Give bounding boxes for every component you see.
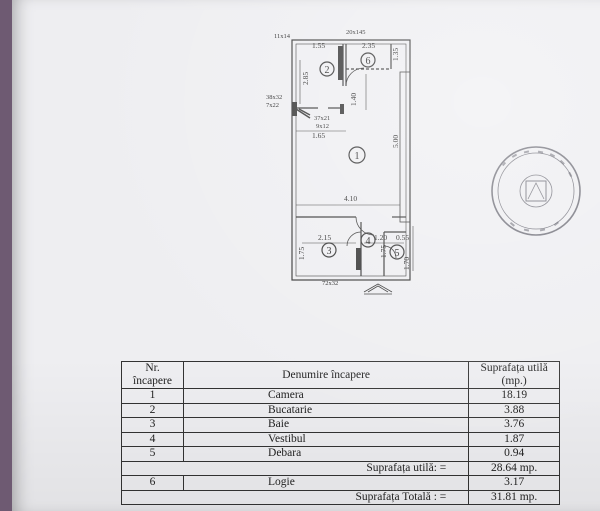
dim-5-00: 5.00 — [391, 135, 400, 148]
room-marker — [360, 232, 376, 248]
opening-9x12: 9x12 — [316, 123, 329, 130]
opening-11x14: 11x14 — [274, 33, 291, 40]
room-areas-table: Nr. încapere Denumire încapere Suprafața… — [120, 361, 560, 505]
cell-area: 0.94 — [468, 446, 560, 462]
opening-72x32: 72x32 — [322, 280, 338, 287]
useful-area-equals: = — [439, 461, 447, 474]
cell-nr: 2 — [120, 402, 185, 418]
table-row: 4 Vestibul 1.87 — [120, 431, 560, 447]
room-number-2: 2 — [325, 65, 330, 76]
room-marker — [389, 244, 405, 260]
total-area-label: Suprafața Totală : — [355, 490, 437, 503]
cell-area: 3.17 — [468, 475, 560, 491]
total-area-value: 31.81 mp. — [468, 489, 560, 505]
dim-4-10: 4.10 — [344, 194, 357, 203]
cell-name: Bucatarie — [183, 402, 470, 418]
dim-1-40: 1.40 — [349, 93, 358, 106]
dim-1-55: 1.55 — [312, 41, 325, 50]
cell-area: 18.19 — [468, 388, 560, 404]
total-area-row: Suprafața Totală : = 31.81 mp. — [120, 489, 560, 505]
table-row: 3 Baie 3.76 — [120, 417, 560, 433]
cell-name: Debara — [183, 446, 470, 462]
table-header-row: Nr. încapere Denumire încapere Suprafața… — [120, 361, 560, 389]
useful-area-value: 28.64 mp. — [468, 460, 560, 476]
dim-2-85: 2.85 — [301, 72, 310, 85]
useful-area-row: Suprafața utilă: = 28.64 mp. — [120, 460, 560, 476]
table-row: 6 Logie 3.17 — [120, 475, 560, 491]
opening-37x21: 37x21 — [314, 115, 330, 122]
opening-20x145: 20x145 — [346, 29, 366, 36]
room-marker — [321, 242, 337, 258]
cell-area: 3.88 — [468, 402, 560, 418]
dim-2-15: 2.15 — [318, 233, 331, 242]
table-row: 1 Camera 18.19 — [120, 388, 560, 404]
cell-area: 1.87 — [468, 431, 560, 447]
room-number-6: 6 — [366, 56, 371, 67]
room-number-1: 1 — [355, 151, 360, 162]
balcony-wall — [399, 71, 411, 223]
room-number-3: 3 — [327, 246, 332, 257]
room-marker — [319, 61, 335, 77]
table-row: 5 Debara 0.94 — [120, 446, 560, 462]
header-room-name: Denumire încapere — [183, 361, 470, 389]
entrance-symbol — [363, 283, 393, 293]
dim-0-55: 0.55 — [396, 233, 409, 242]
useful-area-label: Suprafața utilă: — [366, 461, 437, 474]
header-room-number: Nr. încapere — [120, 361, 185, 389]
dim-1-75-debara: 1.75 — [379, 245, 388, 258]
cell-name: Vestibul — [183, 431, 470, 447]
cell-area: 3.76 — [468, 417, 560, 433]
total-area-equals: = — [439, 490, 447, 503]
opening-7x22: 7x22 — [266, 102, 279, 109]
table-row: 2 Bucatarie 3.88 — [120, 402, 560, 418]
room-number-5: 5 — [395, 248, 400, 259]
cell-nr: 4 — [120, 431, 185, 447]
official-stamp — [491, 146, 581, 236]
opening-38x32: 38x32 — [266, 94, 282, 101]
document-sheet: 1.55 2.35 2.85 1.40 1.65 5.00 4.10 2.15 … — [12, 0, 600, 511]
dim-1-65: 1.65 — [312, 131, 325, 140]
dim-1-70: 1.70 — [402, 257, 411, 270]
cell-name: Camera — [183, 388, 470, 404]
room-marker — [360, 52, 376, 68]
cell-nr: 3 — [120, 417, 185, 433]
dim-1-75-bath: 1.75 — [297, 247, 306, 260]
cell-name: Logie — [183, 475, 470, 491]
dim-1-20: 1.20 — [374, 233, 387, 242]
cell-nr: 1 — [120, 388, 185, 404]
dim-2-35: 2.35 — [362, 41, 375, 50]
header-useful-area: Suprafața utilă (mp.) — [468, 361, 560, 389]
dim-1-35: 1.35 — [391, 48, 400, 61]
room-marker — [348, 146, 366, 164]
cell-nr: 6 — [120, 475, 185, 491]
cell-name: Baie — [183, 417, 470, 433]
door-swing — [345, 67, 365, 87]
floor-plan: 1.55 2.35 2.85 1.40 1.65 5.00 4.10 2.15 … — [266, 29, 414, 295]
cell-nr: 5 — [120, 446, 185, 462]
room-number-4: 4 — [366, 236, 371, 247]
